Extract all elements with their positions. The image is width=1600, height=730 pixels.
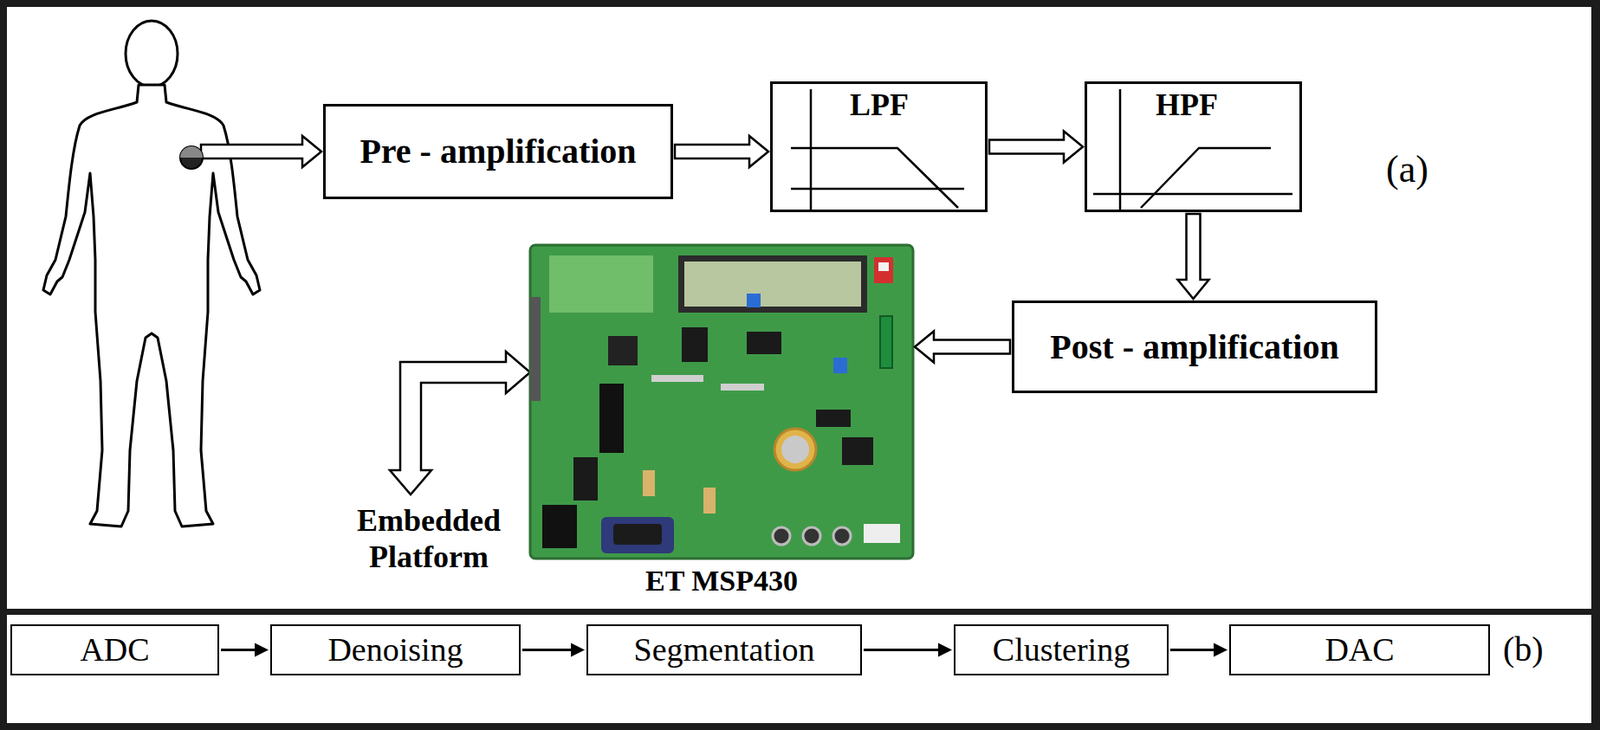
frame-right (1591, 0, 1600, 730)
process-box: Pre - amplification (323, 103, 674, 200)
sensor-arrow (200, 136, 322, 168)
arrow-head (254, 643, 269, 658)
flow-arrow (1170, 643, 1228, 658)
process-box: Denoising (270, 624, 521, 676)
hollow-arrow (1178, 213, 1210, 299)
platform-label: Embedded Platform (329, 502, 529, 576)
arrow-head (938, 643, 953, 658)
arrow-line (220, 648, 257, 652)
hollow-arrow (989, 131, 1083, 163)
arrow-line (1170, 648, 1216, 652)
response-line (1093, 193, 1293, 196)
filter-box: HPF (1084, 81, 1303, 213)
frame-bottom (0, 723, 1600, 730)
node-text: DAC (1324, 631, 1394, 670)
arrow-head (1213, 643, 1228, 658)
response-line (1140, 148, 1271, 208)
node-text: Pre - amplification (359, 131, 636, 172)
flow-arrow (522, 643, 585, 658)
node-text: Post - amplification (1049, 327, 1339, 368)
chest-electrode (180, 146, 203, 169)
process-box: DAC (1229, 624, 1490, 676)
flow-arrow (863, 643, 953, 658)
node-text: ADC (79, 631, 149, 670)
response-line (790, 187, 965, 191)
node-text: ET MSP430 (645, 563, 798, 598)
arrow-head (570, 643, 585, 658)
node-text: LPF (849, 87, 909, 124)
flow-arrow (220, 643, 269, 658)
arrow-line (863, 648, 940, 652)
bidirectional-arrow (389, 351, 531, 495)
hollow-arrow (914, 331, 1011, 363)
response-line (790, 148, 959, 208)
response-line (809, 89, 813, 210)
frame-top (0, 0, 1600, 7)
hollow-arrow (674, 136, 769, 168)
node-text: Segmentation (634, 631, 816, 670)
node-text: HPF (1155, 87, 1218, 124)
process-box: Segmentation (586, 624, 862, 676)
arrow-line (522, 648, 573, 652)
msp430-board (530, 245, 914, 559)
process-box: Clustering (953, 624, 1169, 676)
panel-label: (b) (1502, 628, 1544, 670)
node-text: Denoising (327, 631, 463, 670)
frame-left (0, 0, 7, 730)
response-line (1119, 89, 1122, 210)
node-text: Clustering (992, 631, 1130, 670)
panel-separator (0, 608, 1600, 616)
board-node: ET MSP430 (530, 245, 914, 598)
filter-box: LPF (770, 81, 988, 213)
human-figure (43, 20, 260, 527)
process-box: ADC (10, 624, 220, 676)
panel-label: (a) (1386, 147, 1429, 192)
process-box: Post - amplification (1011, 300, 1378, 394)
